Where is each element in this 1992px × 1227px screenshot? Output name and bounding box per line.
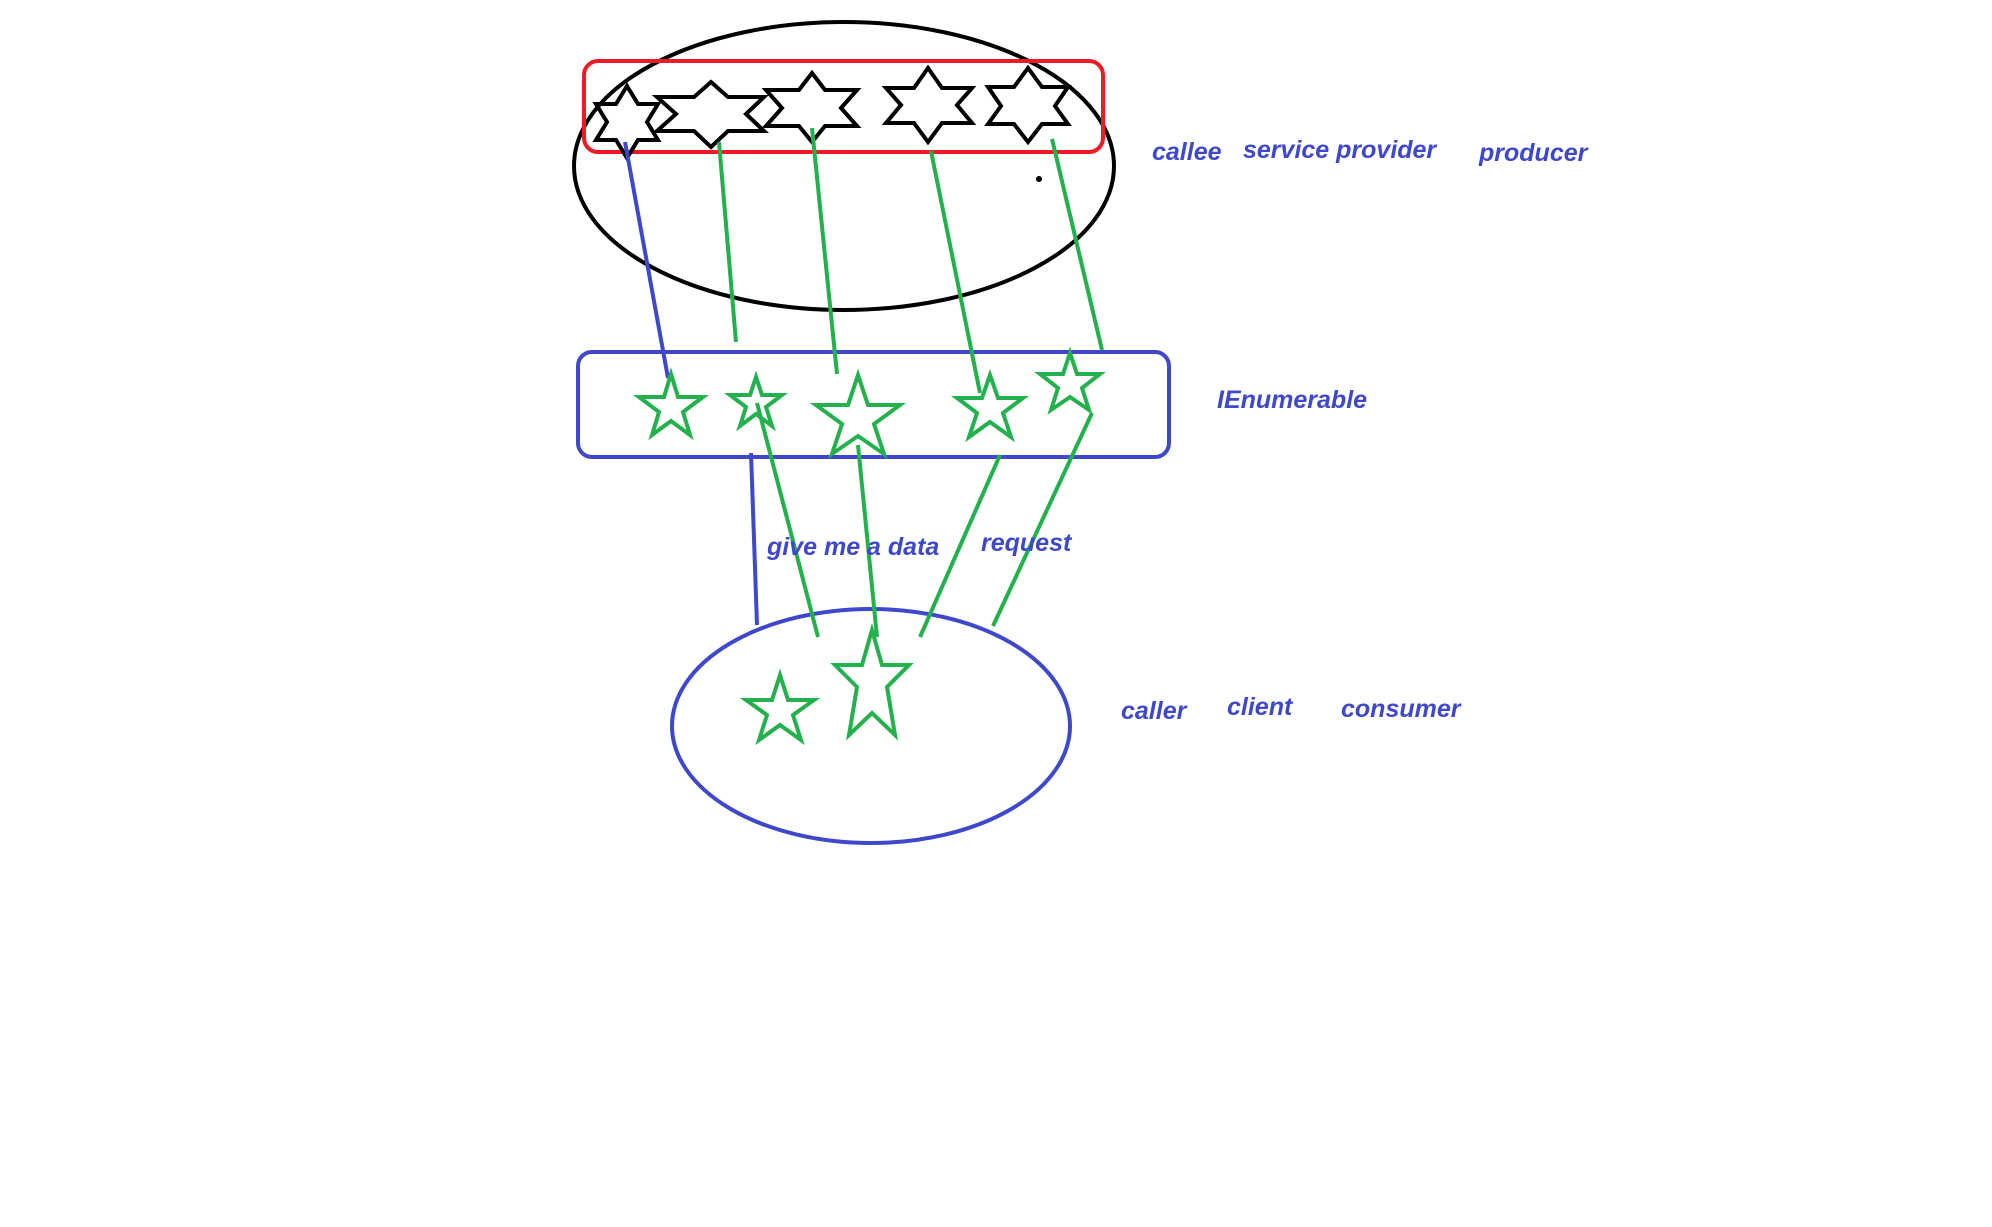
data-line: [929, 150, 982, 394]
enumerable-stars: [633, 346, 1106, 460]
six-point-star-icon: [984, 64, 1072, 146]
give-me-a-data-label: give me a data: [766, 533, 939, 561]
five-point-star-icon: [951, 368, 1029, 443]
service-provider-label: service provider: [1243, 136, 1437, 164]
consumer-ellipse: [670, 607, 1072, 845]
six-point-star-icon: [881, 64, 977, 146]
data-line: [810, 127, 839, 375]
data-line: [1050, 138, 1104, 351]
producer-label: producer: [1478, 139, 1589, 167]
provider-data-lines: [717, 127, 1104, 394]
five-point-star-icon: [809, 368, 907, 460]
five-point-star-icon: [633, 367, 709, 441]
data-line: [755, 402, 820, 638]
caller-label: caller: [1121, 697, 1188, 725]
ienumerable-label: IEnumerable: [1217, 386, 1367, 414]
consumer-label: consumer: [1341, 695, 1462, 723]
ienumerable-box: [576, 350, 1171, 459]
five-point-star-icon: [830, 622, 914, 741]
provider-stars: [592, 64, 1072, 162]
five-point-star-icon: [724, 370, 788, 432]
five-point-star-icon: [1034, 346, 1106, 415]
data-line: [717, 141, 738, 343]
six-point-star-icon: [651, 79, 770, 150]
data-line: [918, 454, 1002, 638]
data-line: [991, 412, 1094, 627]
provider-dot: [1036, 176, 1042, 182]
consumer-data-lines: [755, 402, 1094, 638]
client-label: client: [1227, 693, 1294, 721]
five-point-star-icon: [739, 668, 821, 746]
callee-label: callee: [1152, 138, 1222, 166]
provider-ellipse: [572, 20, 1116, 312]
provider-to-enumerable-line: [623, 141, 670, 379]
request-label: request: [981, 529, 1073, 557]
provider-items-box: [582, 59, 1105, 154]
consumer-stars: [739, 622, 914, 746]
request-line: [749, 452, 759, 626]
data-line: [856, 444, 879, 638]
